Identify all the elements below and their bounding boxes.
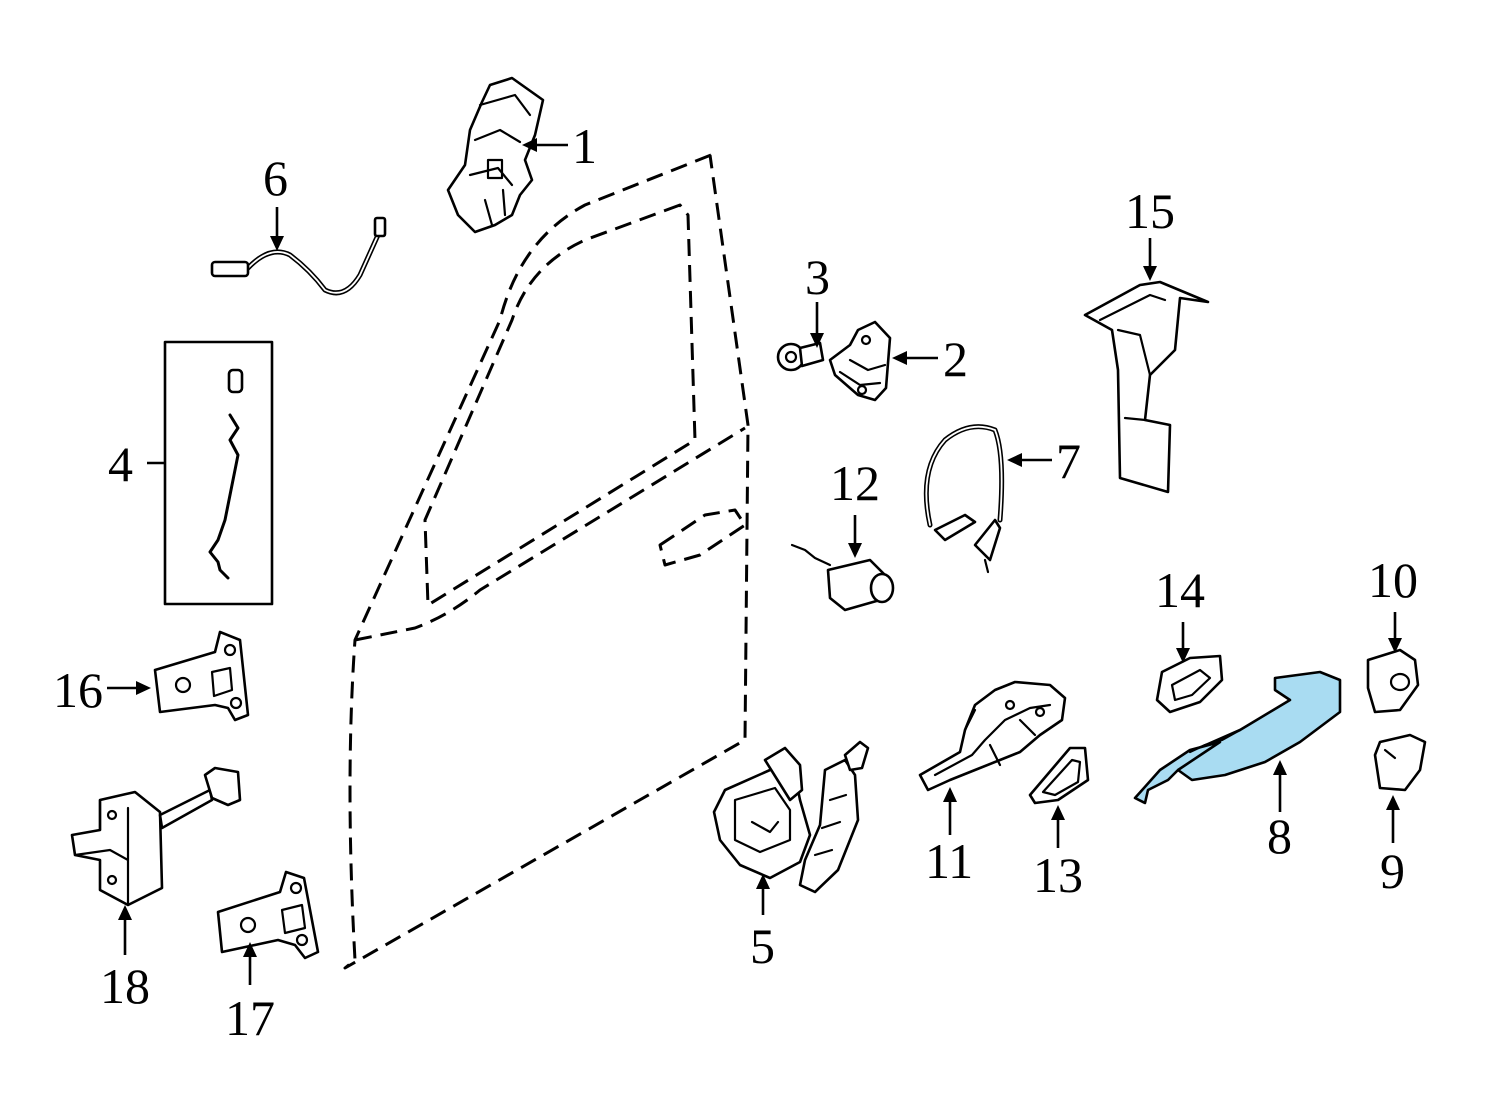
callout-14: 14 (1155, 562, 1205, 618)
part-14-gasket (1155, 654, 1224, 714)
part-5-door-latch (712, 740, 870, 894)
part-2-striker (828, 320, 892, 402)
part-9-end-cap (1373, 733, 1427, 792)
part-8-outside-handle (1133, 670, 1342, 805)
part-12-lock-cylinder (790, 543, 895, 612)
callout-16: 16 (53, 662, 103, 718)
part-4-lock-rod (163, 340, 274, 606)
callout-9: 9 (1380, 843, 1405, 899)
part-6-wire-harness (210, 216, 387, 296)
part-11-handle-bracket (918, 680, 1067, 792)
callout-10: 10 (1368, 552, 1418, 608)
callout-17: 17 (225, 990, 275, 1046)
part-3-bolt (776, 341, 825, 372)
door-outline (343, 153, 750, 970)
callout-15: 15 (1125, 183, 1175, 239)
part-16-hinge (153, 630, 250, 722)
callout-4: 4 (108, 436, 133, 492)
callout-18: 18 (100, 958, 150, 1014)
callout-2: 2 (943, 331, 968, 387)
callout-12: 12 (830, 455, 880, 511)
callout-labels: 1 2 3 4 5 6 7 8 9 10 11 12 13 14 15 16 1… (53, 118, 1418, 1046)
part-7-release-cable (923, 424, 1005, 574)
part-10-cylinder-cap (1366, 648, 1420, 714)
part-18-door-check (70, 766, 242, 907)
callout-3: 3 (805, 249, 830, 305)
part-13-gasket (1028, 746, 1090, 805)
part-1-lock-actuator (446, 76, 545, 234)
callout-13: 13 (1033, 847, 1083, 903)
callout-8: 8 (1267, 808, 1292, 864)
part-15-seal (1083, 280, 1210, 494)
callout-1: 1 (572, 118, 597, 174)
callout-11: 11 (925, 833, 973, 889)
callout-7: 7 (1056, 433, 1081, 489)
part-17-hinge (216, 870, 320, 960)
callout-5: 5 (750, 918, 775, 974)
callout-6: 6 (263, 150, 288, 206)
callout-leaders (107, 138, 1402, 985)
